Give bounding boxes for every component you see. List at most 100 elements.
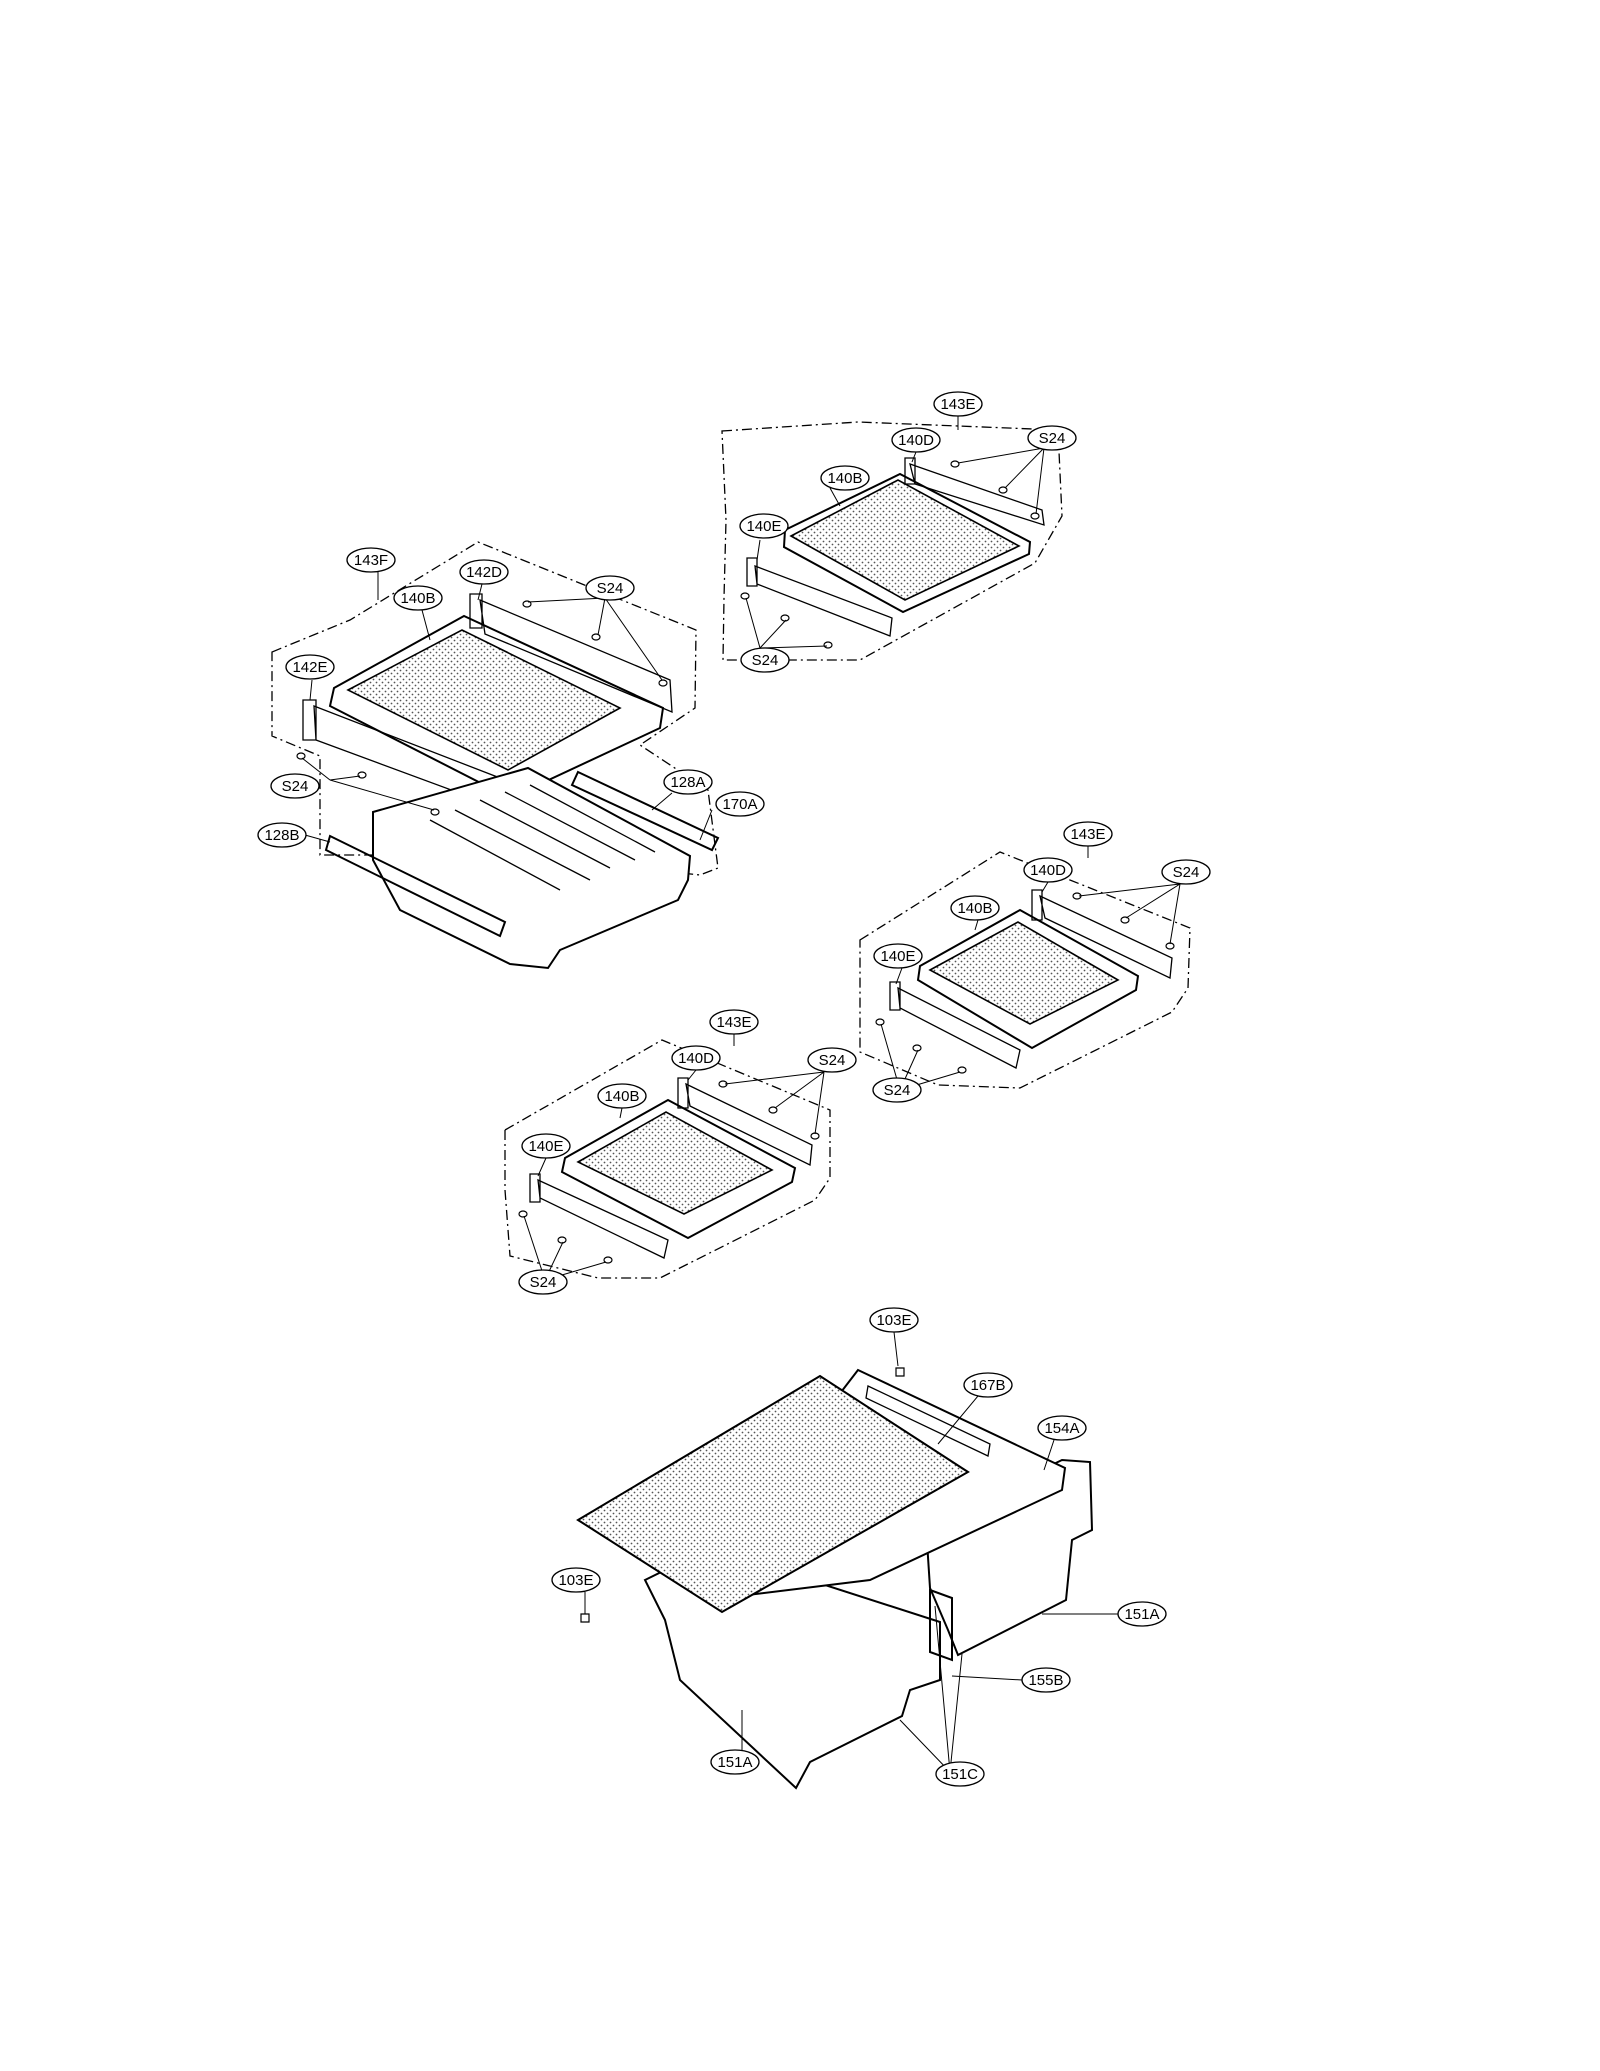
screw	[823, 641, 833, 649]
callout-140E: 140E	[521, 1133, 571, 1159]
callout-154A: 154A	[1037, 1415, 1087, 1441]
leader-lines	[745, 416, 1045, 649]
callout-142E: 142E	[285, 654, 335, 680]
glass-panel-140B	[346, 629, 622, 771]
svg-text:S24: S24	[819, 1052, 846, 1069]
bracket-140D	[1031, 889, 1173, 979]
svg-text:142E: 142E	[292, 659, 327, 676]
shelf-frame	[782, 472, 1032, 614]
callout-140B: 140B	[820, 465, 870, 491]
screw	[658, 679, 668, 687]
svg-text:140D: 140D	[678, 1050, 714, 1067]
screw	[357, 771, 367, 779]
callout-140B: 140B	[950, 895, 1000, 921]
svg-text:S24: S24	[1173, 864, 1200, 881]
svg-text:170A: 170A	[722, 796, 757, 813]
rail-167B	[865, 1385, 991, 1457]
svg-text:143E: 143E	[940, 396, 975, 413]
svg-text:103E: 103E	[558, 1572, 593, 1589]
svg-text:143E: 143E	[716, 1014, 751, 1031]
callout-128A: 128A	[663, 769, 713, 795]
shelf-frame	[560, 1098, 797, 1240]
glass-panel-140B	[576, 1111, 774, 1215]
callout-S24: S24	[518, 1269, 568, 1295]
callout-142D: 142D	[459, 559, 509, 585]
screw	[1120, 916, 1130, 924]
screw	[603, 1256, 613, 1264]
bracket-140E	[529, 1173, 669, 1259]
callout-170A: 170A	[715, 791, 765, 817]
screw	[957, 1066, 967, 1074]
svg-text:151C: 151C	[942, 1766, 978, 1783]
screw	[998, 486, 1008, 494]
screw	[557, 1236, 567, 1244]
assembly-boundary	[721, 421, 1063, 661]
assembly-boundary	[859, 851, 1191, 1089]
svg-text:154A: 154A	[1044, 1420, 1079, 1437]
svg-text:140D: 140D	[1030, 862, 1066, 879]
callout-S24: S24	[872, 1077, 922, 1103]
glass-panel-outline	[576, 1374, 970, 1614]
callout-140E: 140E	[739, 513, 789, 539]
screw	[591, 633, 601, 641]
callout-S24: S24	[585, 575, 635, 601]
svg-text:S24: S24	[1039, 430, 1066, 447]
svg-text:128A: 128A	[670, 774, 705, 791]
screw	[950, 460, 960, 468]
bracket-140E	[746, 557, 893, 637]
crisper-assembly-e: 103E 167B 154A 103E 151A 155B 151A 151C	[551, 1307, 1167, 1790]
callout-140D: 140D	[671, 1045, 721, 1071]
svg-text:140B: 140B	[400, 590, 435, 607]
svg-text:140B: 140B	[827, 470, 862, 487]
callout-140B: 140B	[393, 585, 443, 611]
crisper-drawer	[372, 766, 692, 970]
callout-S24: S24	[740, 647, 790, 673]
screw	[768, 1106, 778, 1114]
svg-text:140E: 140E	[746, 518, 781, 535]
drawer-ribs	[429, 784, 656, 891]
screw	[430, 808, 440, 816]
shelf-assembly-d: 143E 140D S24 140B 140E S24	[504, 1009, 857, 1295]
screw	[522, 600, 532, 608]
screw	[518, 1210, 528, 1218]
callout-103E: 103E	[551, 1567, 601, 1593]
callout-143E: 143E	[1063, 821, 1113, 847]
callout-151C: 151C	[935, 1761, 985, 1787]
leader-lines	[880, 846, 1181, 1091]
callout-140D: 140D	[1023, 857, 1073, 883]
svg-text:155B: 155B	[1028, 1672, 1063, 1689]
callout-140D: 140D	[891, 427, 941, 453]
callout-143E: 143E	[709, 1009, 759, 1035]
svg-text:140D: 140D	[898, 432, 934, 449]
svg-text:143F: 143F	[354, 552, 388, 569]
svg-text:S24: S24	[752, 652, 779, 669]
svg-text:103E: 103E	[876, 1312, 911, 1329]
screw-103E	[895, 1367, 905, 1377]
screw	[912, 1044, 922, 1052]
svg-text:151A: 151A	[717, 1754, 752, 1771]
screw	[296, 752, 306, 760]
bracket-140D	[677, 1077, 813, 1166]
svg-text:140E: 140E	[528, 1138, 563, 1155]
callout-103E: 103E	[869, 1307, 919, 1333]
callout-140E: 140E	[873, 943, 923, 969]
divider-155B	[929, 1588, 953, 1662]
callout-155B: 155B	[1021, 1667, 1071, 1693]
glass-panel-140B	[789, 479, 1021, 601]
callout-151A: 151A	[710, 1749, 760, 1775]
svg-text:S24: S24	[597, 580, 624, 597]
svg-text:140E: 140E	[880, 948, 915, 965]
leader-lines	[301, 572, 713, 843]
svg-text:128B: 128B	[264, 827, 299, 844]
leader-lines	[523, 1034, 825, 1281]
svg-text:140B: 140B	[957, 900, 992, 917]
callout-143E: 143E	[933, 391, 983, 417]
svg-text:S24: S24	[884, 1082, 911, 1099]
assembly-boundary	[271, 541, 719, 876]
rail-128B	[324, 834, 507, 938]
screw	[740, 592, 750, 600]
callout-S24: S24	[1161, 859, 1211, 885]
svg-text:151A: 151A	[1124, 1606, 1159, 1623]
callout-151A: 151A	[1117, 1601, 1167, 1627]
